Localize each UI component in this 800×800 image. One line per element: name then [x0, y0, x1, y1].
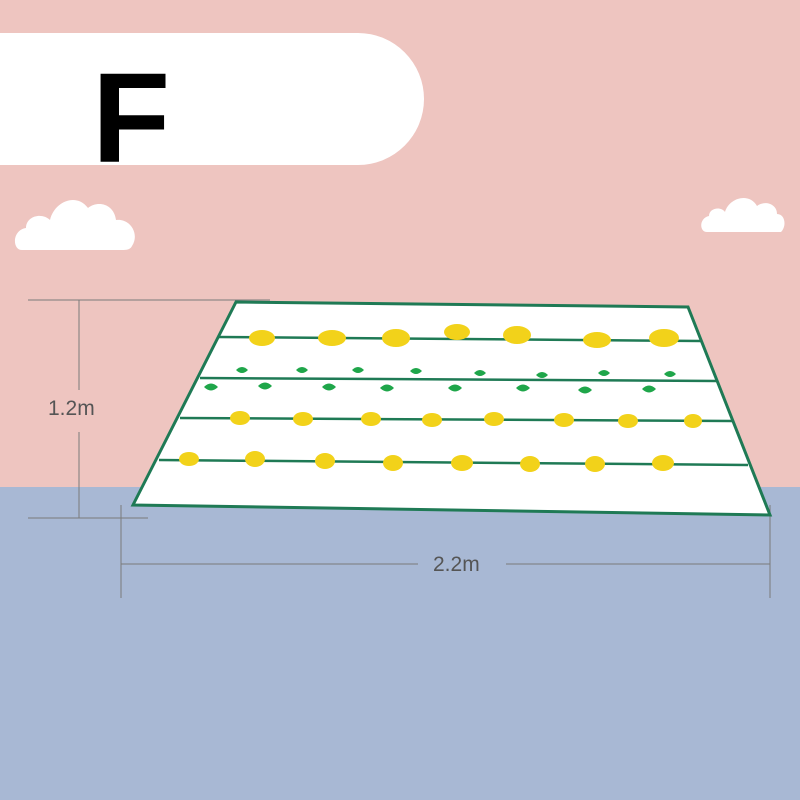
height-label: 1.2m — [48, 397, 95, 420]
flower-row-5 — [179, 451, 674, 472]
cloud-icon — [14, 199, 135, 250]
variant-label-tab: F — [0, 33, 424, 183]
leaf-row-3 — [204, 382, 656, 394]
cloud-icon — [701, 198, 785, 232]
height-dimension-guide — [28, 299, 270, 519]
flower-row-4 — [230, 411, 702, 428]
flower-row-1 — [249, 324, 679, 348]
width-label: 2.2m — [429, 553, 484, 577]
width-dimension-guide — [120, 505, 771, 598]
floor-background — [0, 487, 800, 800]
variant-letter: F — [92, 47, 171, 190]
leaf-row-2 — [236, 367, 676, 378]
